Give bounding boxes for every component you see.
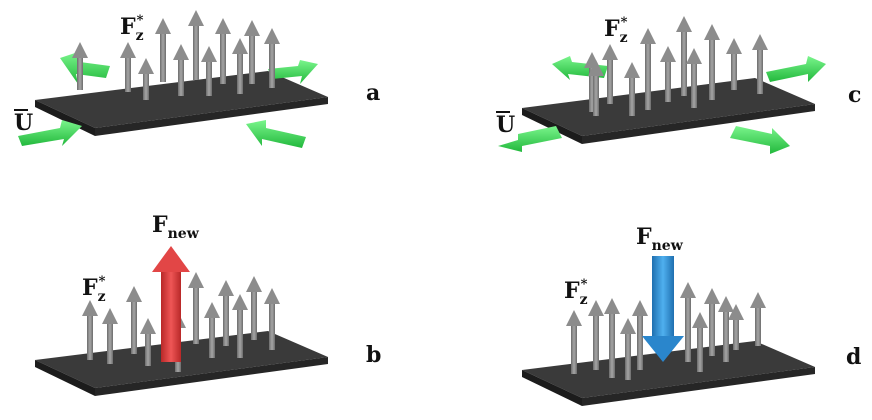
- force-arrows: [72, 10, 280, 100]
- force-arrow: [750, 292, 766, 346]
- force-arrow: [566, 310, 582, 374]
- force-label-fz: Fz*: [82, 274, 106, 305]
- force-arrow: [728, 304, 744, 350]
- force-arrow: [620, 318, 636, 380]
- new-force-arrow-down: [642, 256, 684, 362]
- force-arrow: [686, 48, 702, 108]
- force-arrow: [704, 24, 720, 100]
- flow-arrow: [60, 52, 110, 84]
- plate: [522, 78, 815, 144]
- force-arrow: [138, 58, 154, 100]
- force-label-fz: Fz*: [564, 277, 588, 308]
- force-arrow: [604, 298, 620, 378]
- flow-arrow: [766, 56, 826, 82]
- force-arrow: [264, 288, 280, 350]
- force-label-fnew: Fnew: [152, 212, 200, 242]
- force-arrow: [660, 46, 676, 102]
- force-arrow: [140, 318, 156, 366]
- force-arrow: [204, 302, 220, 358]
- panel-letter-c: c: [848, 82, 861, 108]
- force-arrows: [584, 16, 768, 116]
- force-arrow: [173, 44, 189, 96]
- flow-arrow: [498, 126, 562, 152]
- panel-letter-d: d: [846, 344, 861, 370]
- velocity-label-u: U: [14, 110, 33, 136]
- force-arrow: [676, 16, 692, 96]
- flow-arrow: [246, 120, 306, 148]
- force-arrow: [244, 20, 260, 84]
- force-arrow: [588, 60, 604, 116]
- force-arrow: [215, 18, 231, 84]
- force-arrow: [232, 38, 248, 94]
- force-arrow: [704, 288, 720, 356]
- new-force-arrow-up: [152, 246, 190, 362]
- force-arrow: [588, 300, 604, 370]
- force-arrow: [201, 46, 217, 96]
- force-arrow: [264, 28, 280, 88]
- force-arrows: [566, 282, 766, 380]
- panel-a: Fz* U a: [14, 10, 380, 148]
- panel-letter-a: a: [366, 80, 380, 106]
- plate: [522, 341, 815, 406]
- force-arrow: [246, 276, 262, 340]
- flow-arrow: [730, 126, 790, 154]
- force-arrow: [752, 34, 768, 94]
- force-arrow: [632, 300, 648, 370]
- force-arrow: [640, 28, 656, 110]
- panel-b: Fz* Fnew b: [35, 212, 381, 396]
- force-arrow: [72, 42, 88, 90]
- force-arrow: [726, 38, 742, 90]
- force-arrow: [120, 42, 136, 92]
- panel-d: Fz* Fnew d: [522, 224, 861, 406]
- force-arrow: [602, 44, 618, 104]
- force-arrow: [680, 282, 696, 362]
- force-arrow: [82, 300, 98, 360]
- force-label-fz: Fz*: [604, 15, 628, 46]
- force-label-fz: Fz*: [120, 13, 144, 44]
- velocity-label-u: U: [496, 112, 515, 138]
- force-arrow: [692, 312, 708, 372]
- panel-letter-b: b: [366, 342, 381, 368]
- panel-c: Fz* U c: [496, 15, 861, 154]
- force-arrow: [102, 308, 118, 364]
- force-arrow: [155, 18, 171, 82]
- flow-arrows-converging: [18, 52, 318, 148]
- force-arrow: [188, 272, 204, 344]
- force-arrow: [218, 280, 234, 346]
- force-label-fnew: Fnew: [636, 224, 684, 254]
- force-arrow: [126, 286, 142, 354]
- flow-arrow: [268, 60, 318, 84]
- force-arrow: [232, 294, 248, 358]
- force-arrow: [718, 296, 734, 362]
- flow-arrow: [18, 120, 82, 146]
- force-arrow: [624, 62, 640, 116]
- plate: [35, 331, 328, 396]
- force-arrow: [188, 10, 204, 80]
